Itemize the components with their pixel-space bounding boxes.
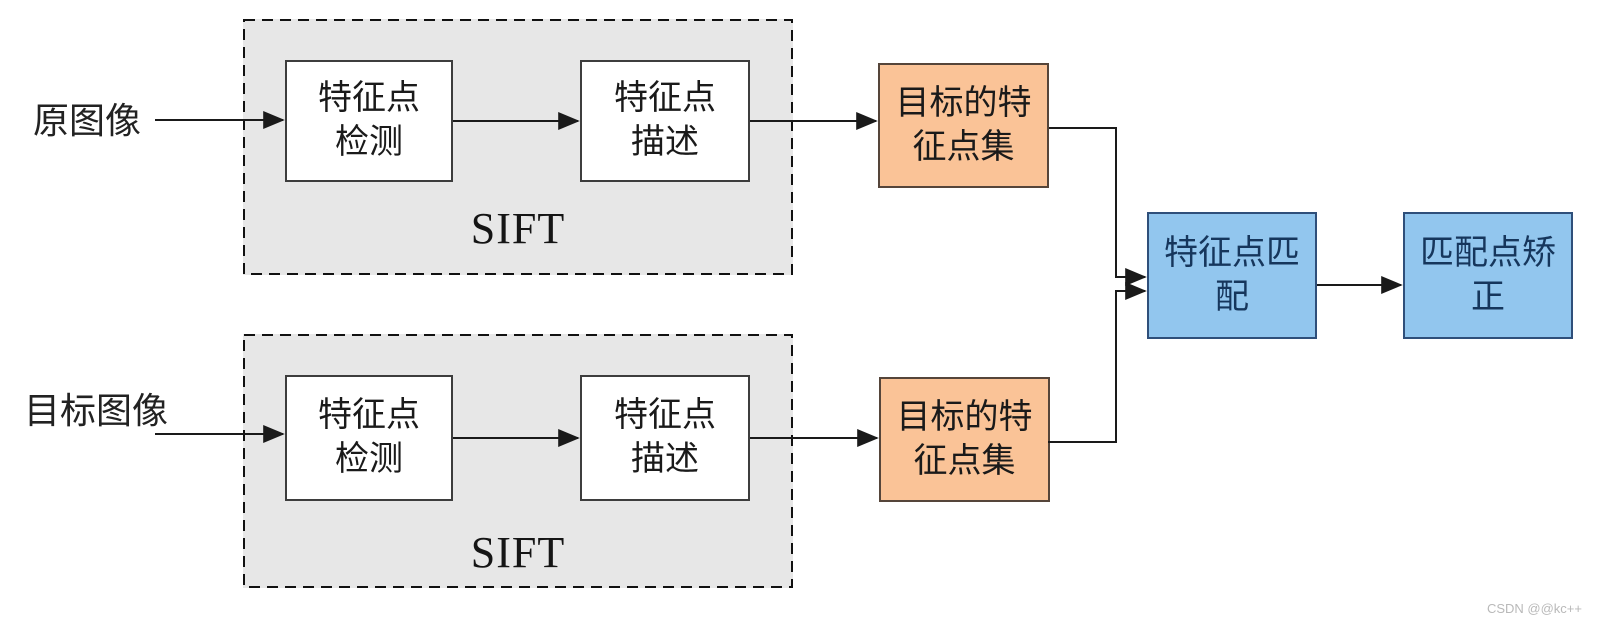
sift-title-top: SIFT	[470, 204, 566, 253]
connector-featureset-top-to-match	[1049, 127, 1147, 286]
source-image-label: 原图像	[33, 101, 142, 141]
match-rectify-box: 匹配点矫 正	[1403, 212, 1573, 339]
sift-title-bottom: SIFT	[470, 528, 566, 577]
target-image-label: 目标图像	[24, 391, 169, 431]
connector-featureset-bottom-to-match	[1048, 282, 1147, 443]
csdn-watermark: CSDN @@kc++	[1486, 601, 1582, 616]
feature-detect-box-top: 特征点 检测	[285, 60, 453, 182]
feature-detect-box-bottom: 特征点 检测	[285, 375, 453, 501]
feature-describe-box-bottom: 特征点 描述	[580, 375, 750, 501]
feature-set-box-bottom: 目标的特 征点集	[879, 377, 1050, 502]
feature-match-box: 特征点匹 配	[1147, 212, 1317, 339]
feature-set-box-top: 目标的特 征点集	[878, 63, 1049, 188]
feature-describe-box-top: 特征点 描述	[580, 60, 750, 182]
